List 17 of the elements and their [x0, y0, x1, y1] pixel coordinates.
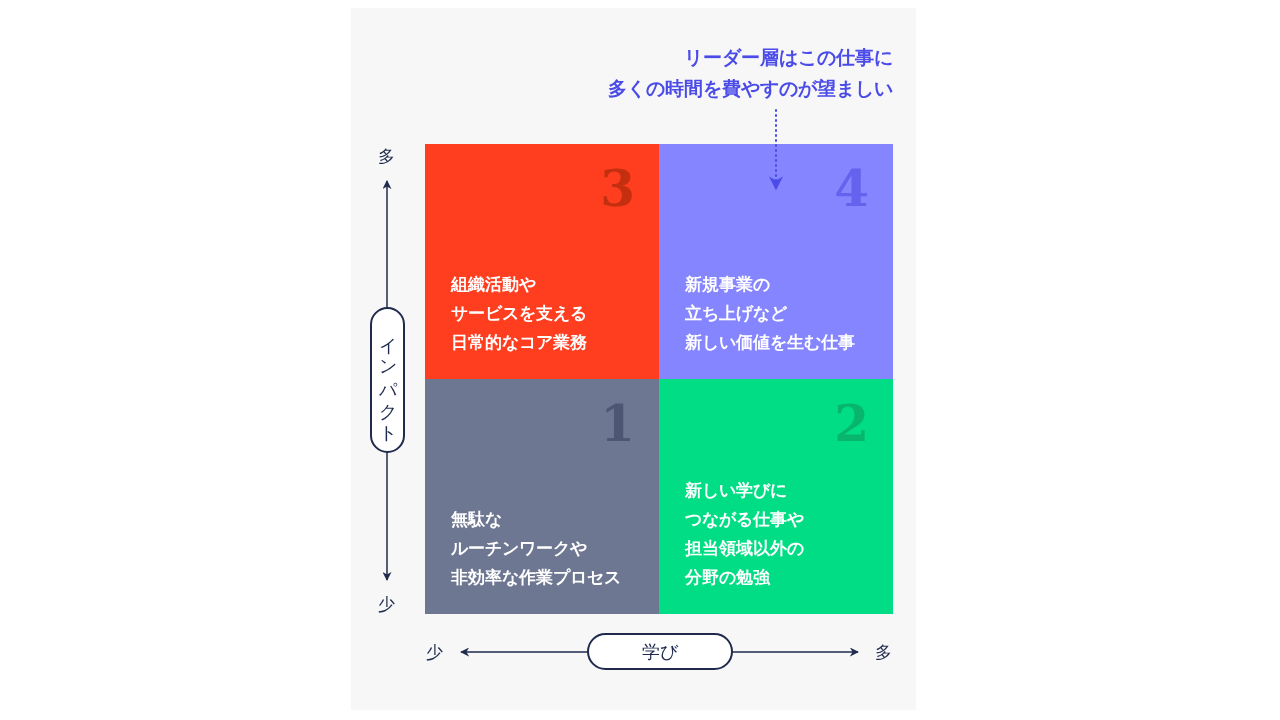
axis-end-label: 多 [378, 146, 395, 166]
quadrant-number: 3 [600, 164, 635, 214]
axis-end-label: 多 [875, 642, 892, 662]
axis-end-label: 少 [378, 594, 395, 614]
axis-title: 学び [587, 633, 733, 670]
axis-end-label: 少 [426, 642, 443, 662]
callout-text: リーダー層はこの仕事に多くの時間を費やすのが望ましい [608, 42, 893, 104]
quadrant-description: 組織活動やサービスを支える日常的なコア業務 [451, 273, 588, 354]
leader-arrow [769, 109, 783, 191]
quadrant-panel [659, 144, 893, 379]
quadrant-panel [425, 379, 659, 614]
quadrant-panel [659, 379, 893, 614]
quadrant-description: 新規事業の立ち上げなど新しい価値を生む仕事 [685, 273, 856, 354]
quadrant-description: 新しい学びにつながる仕事や担当領域以外の分野の勉強 [685, 479, 805, 589]
quadrant-description: 無駄なルーチンワークや非効率な作業プロセス [451, 508, 622, 589]
axis-title: インパクト [370, 307, 405, 453]
quadrant-panel [425, 144, 659, 379]
